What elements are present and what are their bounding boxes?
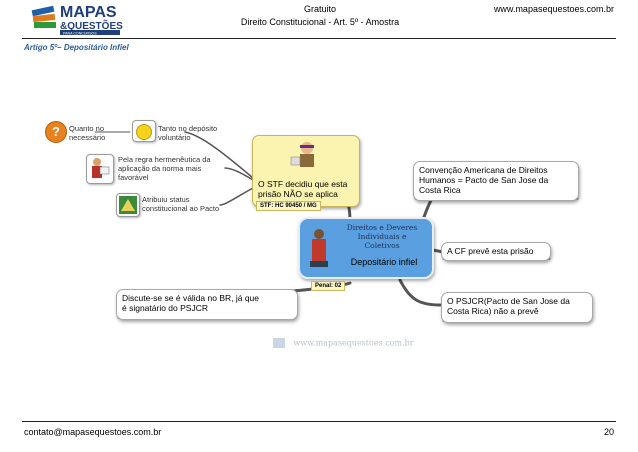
logo-line1: MAPAS (60, 4, 117, 21)
leaf-tanto: Tanto no depósito voluntário (158, 124, 218, 142)
stf-node[interactable]: O STF decidiu que esta prisão NÃO se apl… (252, 135, 360, 207)
footer-divider (22, 421, 616, 422)
logo-tagline: PARA CONCURSOS (63, 31, 97, 35)
pyramid-icon (119, 196, 137, 214)
header-subtitle: Direito Constitucional - Art. 5º - Amost… (240, 17, 400, 27)
branch-tanto (184, 131, 254, 179)
pyramid-icon-box (116, 193, 140, 217)
robber-figure-icon (290, 142, 314, 167)
central-title: Direitos e Deveres Individuais e Coletiv… (346, 223, 418, 250)
watermark: www.mapasequestoes.com.br (273, 334, 414, 352)
logo-graphic: MAPAS &QUESTÕES PARA CONCURSOS (31, 4, 123, 35)
justice-figure-icon (310, 229, 328, 267)
mapas-questoes-logo: MAPAS &QUESTÕES PARA CONCURSOS (30, 2, 158, 36)
central-main: Depositário infiel (350, 257, 418, 267)
node-cadh[interactable]: Convenção Americana de Direitos Humanos … (413, 161, 579, 201)
node-discute[interactable]: Discute-se se é válida no BR, já que é s… (116, 289, 298, 320)
reading-figure-icon-box (86, 154, 114, 184)
branch-regra (224, 167, 254, 181)
page-title: Artigo 5º– Depositário Infiel (24, 43, 129, 52)
question-icon: ? (45, 121, 67, 143)
header-gratuito: Gratuito (303, 4, 336, 14)
smiley-icon (136, 124, 152, 140)
central-node[interactable]: Direitos e Deveres Individuais e Coletiv… (298, 217, 434, 279)
smiley-icon-box (132, 120, 156, 142)
logo-line2: &QUESTÕES (60, 19, 123, 32)
leaf-atribuiu: Atribuiu status constitucional ao Pacto (142, 195, 220, 213)
watermark-text: www.mapasequestoes.com.br (293, 338, 414, 348)
branch-psjcr (398, 278, 442, 307)
header-site-url[interactable]: www.mapasequestoes.com.br (493, 4, 614, 14)
leaf-regra: Pela regra hermenêutica da aplicação da … (118, 155, 211, 182)
footer-email[interactable]: contato@mapasequestoes.com.br (24, 427, 162, 437)
leaf-quanto: Quanto no necessário (69, 124, 106, 142)
central-tag: Penal: 02 (311, 281, 346, 291)
branch-atribuiu (219, 187, 254, 206)
reading-figure-icon (92, 158, 110, 178)
node-cf[interactable]: A CF prevê esta prisão (441, 242, 551, 261)
stf-tag: STF: HC 90450 / MG (256, 201, 321, 211)
header-divider (22, 38, 616, 39)
stf-text: O STF decidiu que esta prisão NÃO se apl… (258, 179, 348, 199)
page-number: 20 (603, 427, 614, 437)
node-psjcr[interactable]: O PSJCR(Pacto de San Jose da Costa Rica)… (441, 292, 593, 323)
watermark-logo-icon (273, 337, 285, 348)
